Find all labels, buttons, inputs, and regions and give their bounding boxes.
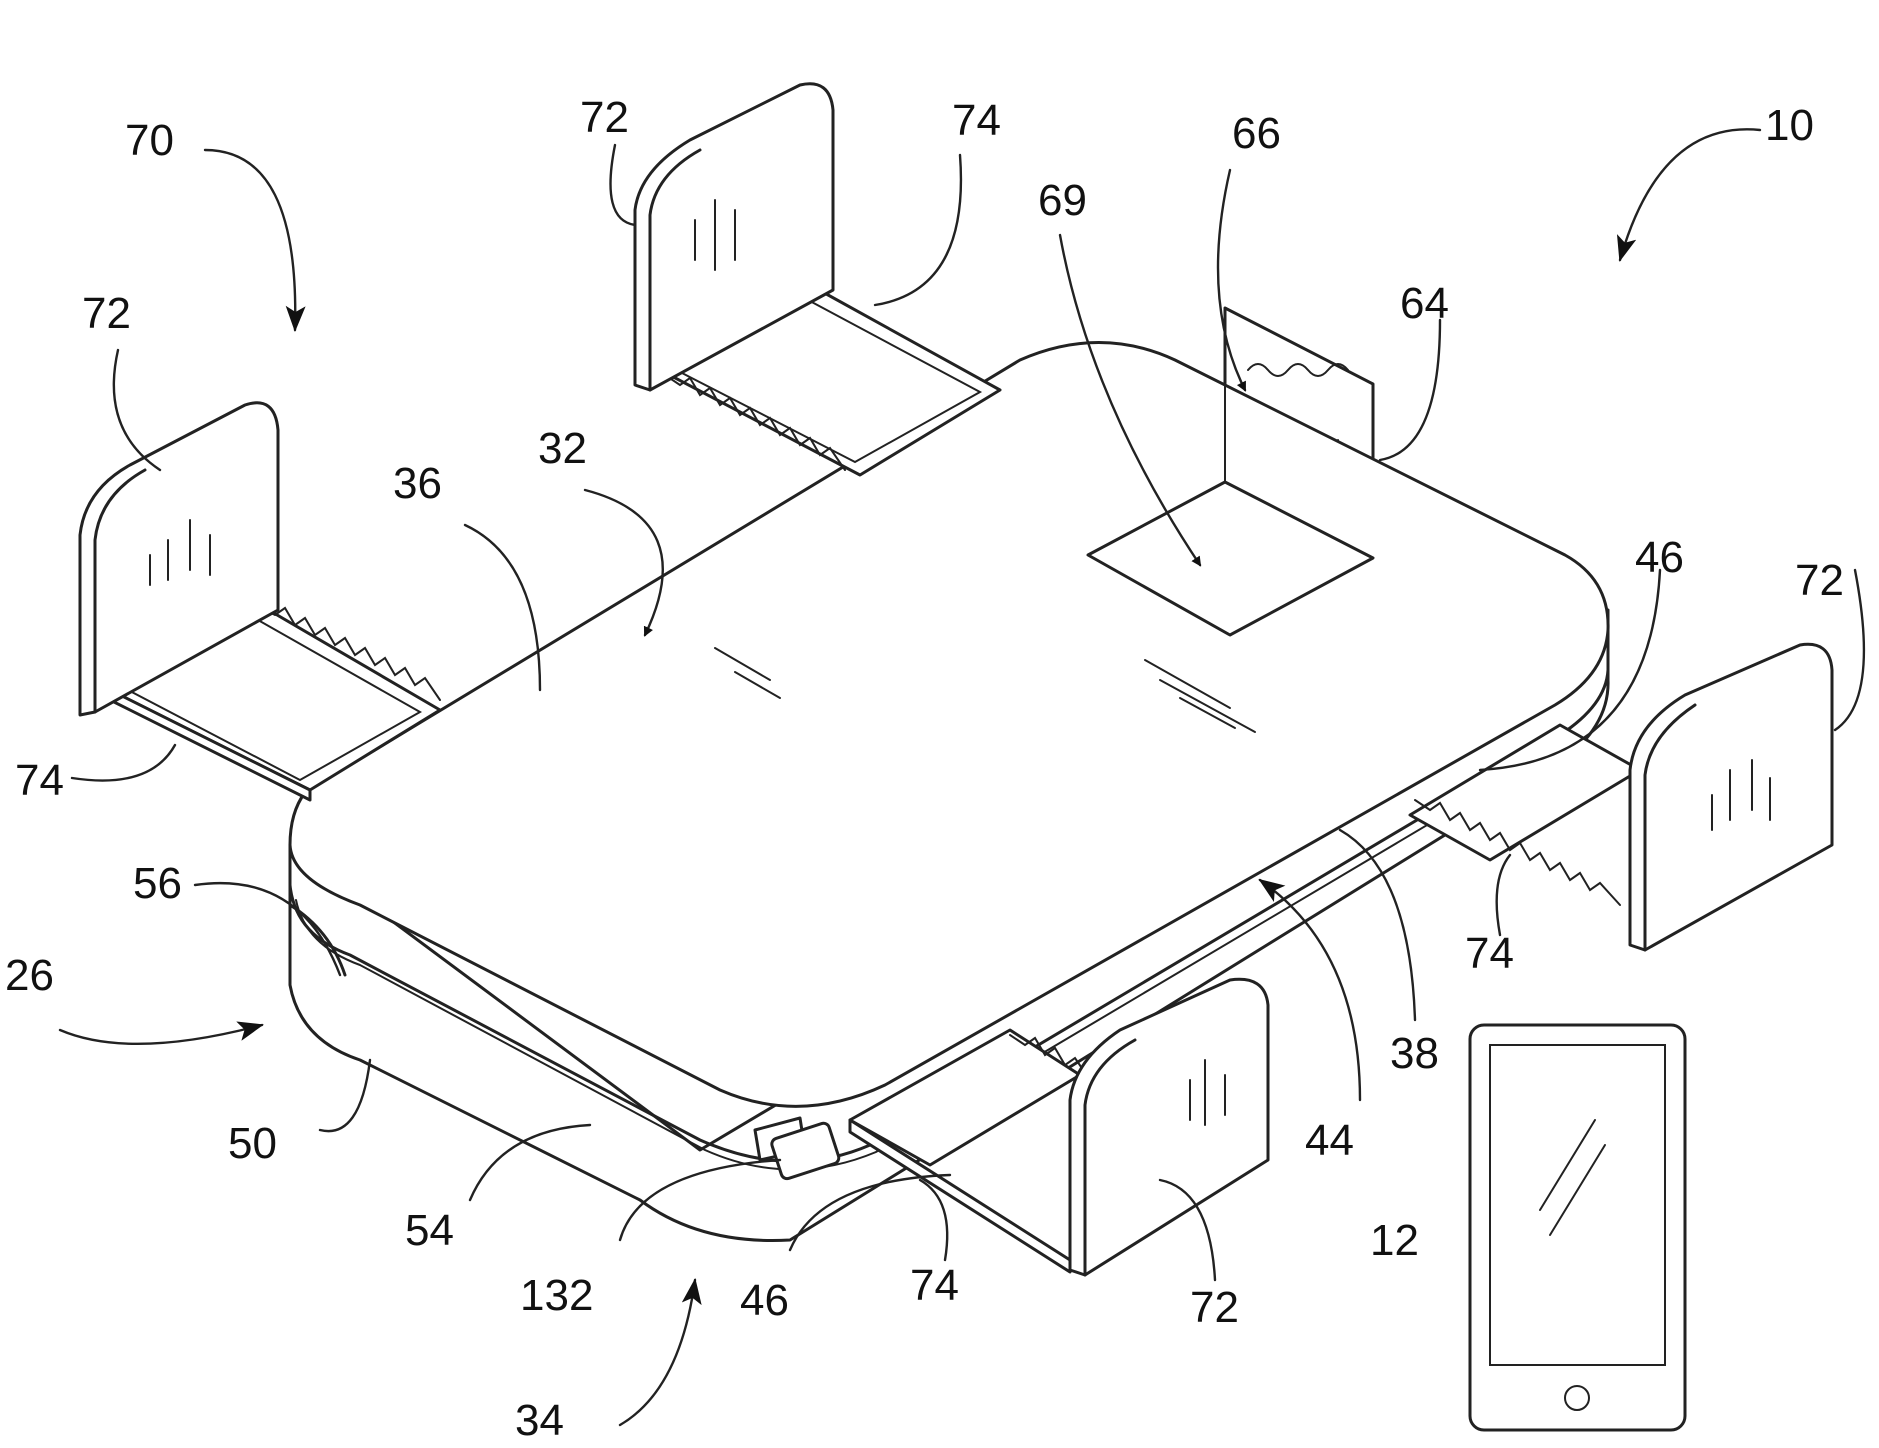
- leader-64: [1380, 320, 1440, 460]
- label-74-right: 74: [1465, 929, 1514, 978]
- label-10: 10: [1765, 101, 1814, 150]
- label-70: 70: [125, 116, 174, 165]
- label-54: 54: [405, 1206, 454, 1255]
- leader-70: [205, 150, 295, 330]
- leader-50: [320, 1060, 370, 1131]
- label-74-back: 74: [952, 96, 1001, 145]
- label-44: 44: [1305, 1116, 1354, 1165]
- leader-74b: [72, 745, 175, 781]
- back-panel-assembly: [635, 84, 1000, 475]
- label-12: 12: [1370, 1216, 1419, 1265]
- left-panel-assembly: [80, 403, 440, 800]
- leader-10: [1620, 129, 1760, 260]
- label-72-front: 72: [1190, 1283, 1239, 1332]
- label-50: 50: [228, 1119, 277, 1168]
- label-56: 56: [133, 859, 182, 908]
- label-69: 69: [1038, 176, 1087, 225]
- leader-72a: [611, 145, 636, 225]
- leader-26: [60, 1025, 262, 1044]
- label-26: 26: [5, 951, 54, 1000]
- mobile-device: [1470, 1025, 1685, 1430]
- label-72-left: 72: [82, 289, 131, 338]
- label-74-left: 74: [15, 756, 64, 805]
- label-46-right: 46: [1635, 533, 1684, 582]
- label-34: 34: [515, 1396, 564, 1443]
- label-46-front: 46: [740, 1276, 789, 1325]
- label-72-right: 72: [1795, 556, 1844, 605]
- label-72-back: 72: [580, 93, 629, 142]
- leader-34: [620, 1280, 695, 1425]
- label-36: 36: [393, 459, 442, 508]
- label-74-front: 74: [910, 1261, 959, 1310]
- label-32: 32: [538, 424, 587, 473]
- label-64: 64: [1400, 279, 1449, 328]
- leader-74a: [875, 155, 961, 305]
- label-132: 132: [520, 1271, 593, 1320]
- label-38: 38: [1390, 1029, 1439, 1078]
- leader-74c: [1497, 855, 1510, 935]
- label-66: 66: [1232, 109, 1281, 158]
